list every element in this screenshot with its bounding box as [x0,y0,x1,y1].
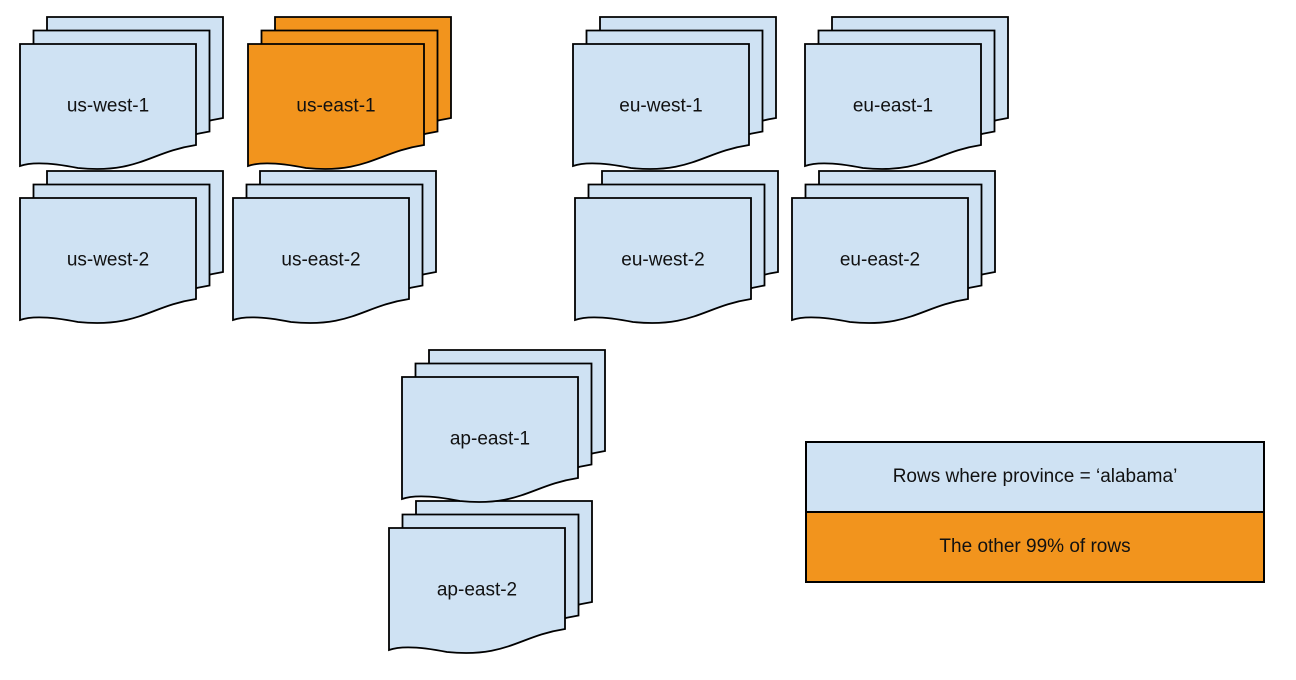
document-stack-icon-highlighted: us-east-1 [247,16,452,170]
region-stack-ap-east-1: ap-east-1 [400,345,610,505]
document-stack-icon: eu-west-1 [572,16,777,170]
region-stack-eu-east-2: eu-east-2 [790,166,1000,326]
document-stack-icon: eu-east-1 [804,16,1009,170]
document-stack-icon: eu-east-2 [791,170,996,324]
region-label: ap-east-2 [437,580,517,601]
document-stack-icon: us-west-2 [19,170,224,324]
document-stack-icon: ap-east-2 [388,500,593,654]
legend-item-other-rows: The other 99% of rows [807,511,1263,581]
document-stack-icon: us-east-2 [232,170,437,324]
region-stack-ap-east-2: ap-east-2 [387,496,597,656]
region-label: eu-west-1 [619,96,702,117]
region-stack-eu-west-2: eu-west-2 [573,166,783,326]
region-label: eu-east-2 [840,250,920,271]
region-label: eu-west-2 [621,250,704,271]
document-stack-icon: ap-east-1 [401,349,606,503]
region-label: us-west-1 [67,96,149,117]
region-label: eu-east-1 [853,96,933,117]
region-label: ap-east-1 [450,429,530,450]
document-stack-icon: eu-west-2 [574,170,779,324]
region-stack-eu-east-1: eu-east-1 [803,12,1013,172]
document-stack-icon: us-west-1 [19,16,224,170]
legend-item-label: The other 99% of rows [939,536,1131,557]
region-label: us-east-1 [296,96,375,117]
region-stack-us-west-2: us-west-2 [18,166,228,326]
region-stack-us-west-1: us-west-1 [18,12,228,172]
region-label: us-west-2 [67,250,149,271]
region-stack-us-east-1: us-east-1 [246,12,456,172]
legend-item-alabama-rows: Rows where province = ‘alabama’ [807,443,1263,511]
region-stack-us-east-2: us-east-2 [231,166,441,326]
legend-item-label: Rows where province = ‘alabama’ [892,466,1178,487]
legend: Rows where province = ‘alabama’ The othe… [805,441,1265,583]
region-stack-eu-west-1: eu-west-1 [571,12,781,172]
region-label: us-east-2 [281,250,360,271]
